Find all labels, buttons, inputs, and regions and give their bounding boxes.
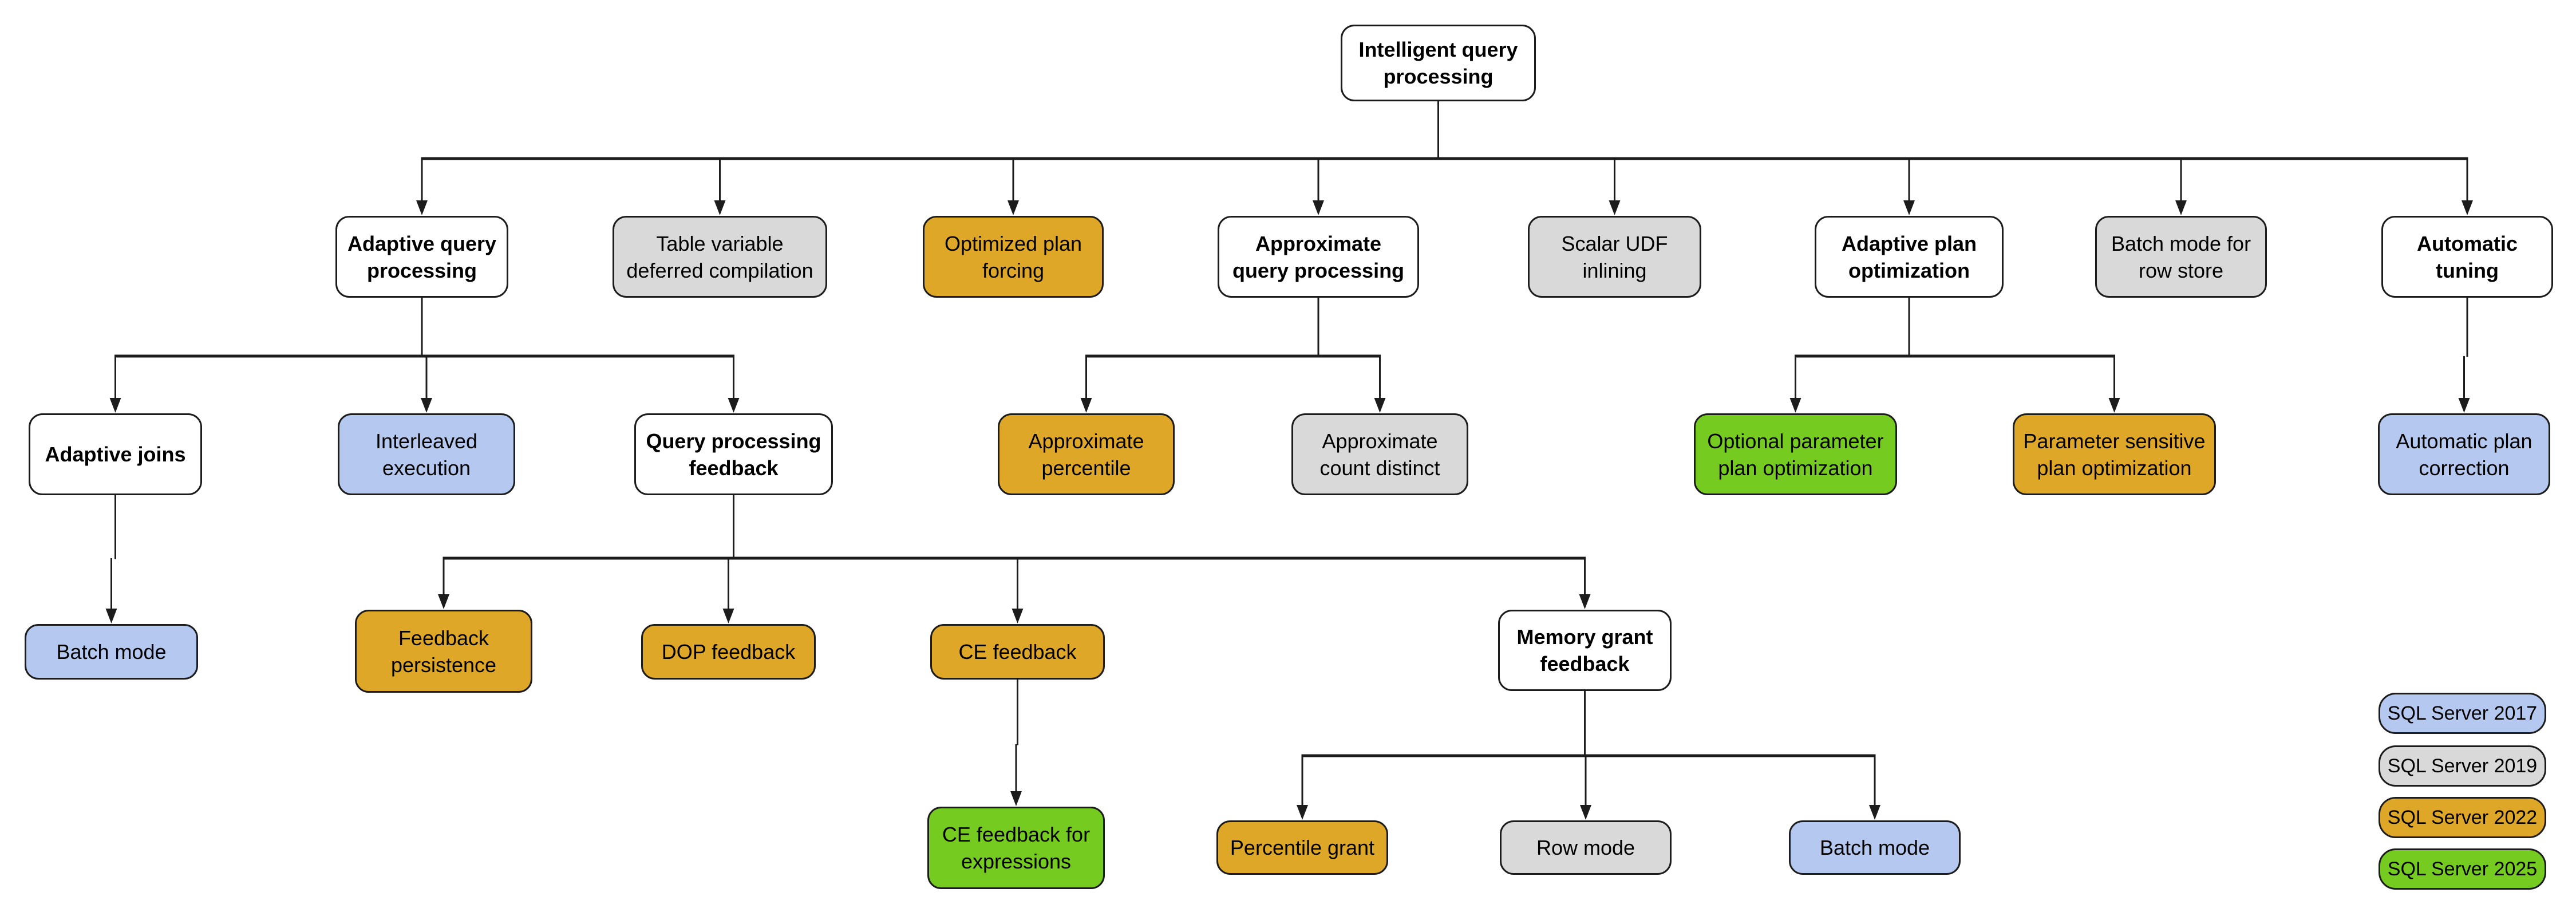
arrowhead-down-icon (728, 398, 740, 413)
legend-label: SQL Server 2019 (2387, 755, 2538, 777)
arrowhead-down-icon (2175, 200, 2187, 215)
node-label: Scalar UDF inlining (1561, 231, 1668, 282)
node-label: Memory grant feedback (1516, 625, 1653, 676)
legend-pill-2017: SQL Server 2017 (2379, 693, 2546, 734)
node-label: CE feedback for expressions (942, 823, 1091, 873)
node-percentile-grant: Percentile grant (1216, 820, 1388, 875)
arrowhead-down-icon (416, 200, 428, 215)
arrowhead-down-icon (1580, 805, 1591, 820)
legend-label: SQL Server 2022 (2387, 806, 2538, 828)
node-label: DOP feedback (661, 640, 796, 664)
node-label: Query processing feedback (646, 429, 821, 480)
node-label: Feedback persistence (390, 626, 497, 677)
node-parameter-sensitive-plan-optimization: Parameter sensitive plan optimization (2013, 413, 2216, 495)
node-approximate-percentile: Approximate percentile (998, 413, 1175, 495)
arrowhead-down-icon (1374, 398, 1386, 413)
node-row-mode: Row mode (1500, 820, 1672, 875)
arrowhead-down-icon (1080, 398, 1092, 413)
node-label: Batch mode (1819, 836, 1930, 859)
arrowhead-down-icon (438, 594, 449, 609)
node-adaptive-plan-optimization: Adaptive plan optimization (1815, 216, 2004, 298)
node-memory-grant-feedback: Memory grant feedback (1498, 610, 1672, 691)
node-automatic-tuning: Automatic tuning (2381, 216, 2553, 298)
arrowhead-down-icon (1313, 200, 1324, 215)
node-ce-feedback-for-expressions: CE feedback for expressions (927, 807, 1105, 889)
legend-pill-2022: SQL Server 2022 (2379, 797, 2546, 838)
node-label: Optimized plan forcing (944, 231, 1082, 282)
node-intelligent-query-processing: Intelligent query processing (1341, 25, 1536, 101)
arrowhead-down-icon (1579, 594, 1591, 609)
node-label: Intelligent query processing (1358, 38, 1518, 88)
arrowhead-down-icon (2458, 398, 2470, 413)
legend-pill-2025: SQL Server 2025 (2379, 848, 2546, 890)
arrowhead-down-icon (105, 609, 117, 623)
node-label: Optional parameter plan optimization (1707, 429, 1884, 480)
node-adaptive-query-processing: Adaptive query processing (335, 216, 508, 298)
node-label: Interleaved execution (375, 429, 478, 480)
arrowhead-down-icon (421, 398, 432, 413)
node-batch-mode-for-row-store: Batch mode for row store (2095, 216, 2267, 298)
node-label: Percentile grant (1230, 836, 1375, 859)
node-feedback-persistence: Feedback persistence (355, 610, 532, 693)
node-label: Parameter sensitive plan optimization (2023, 429, 2206, 480)
node-label: Batch mode for row store (2111, 231, 2251, 282)
arrowhead-down-icon (1869, 805, 1880, 820)
node-label: Automatic tuning (2416, 231, 2518, 282)
legend-label: SQL Server 2017 (2387, 702, 2538, 724)
arrowhead-down-icon (2462, 200, 2473, 215)
node-label: Approximate count distinct (1319, 429, 1440, 480)
arrowhead-down-icon (2108, 398, 2120, 413)
arrowhead-down-icon (109, 398, 121, 413)
node-label: Automatic plan correction (2396, 429, 2532, 480)
node-label: Row mode (1536, 836, 1635, 859)
node-batch-mode-adaptive-joins: Batch mode (25, 624, 198, 680)
node-label: Adaptive joins (45, 443, 186, 466)
node-label: Adaptive plan optimization (1841, 231, 1977, 282)
node-approximate-query-processing: Approximate query processing (1218, 216, 1419, 298)
node-ce-feedback: CE feedback (930, 624, 1105, 680)
node-interleaved-execution: Interleaved execution (338, 413, 515, 495)
arrowhead-down-icon (1789, 398, 1801, 413)
node-table-variable-deferred-compilation: Table variable deferred compilation (613, 216, 827, 298)
arrowhead-down-icon (1012, 609, 1024, 623)
arrowhead-down-icon (714, 200, 726, 215)
node-label: Table variable deferred compilation (626, 231, 813, 282)
node-automatic-plan-correction: Automatic plan correction (2378, 413, 2550, 495)
arrowhead-down-icon (1297, 805, 1308, 820)
node-approximate-count-distinct: Approximate count distinct (1291, 413, 1468, 495)
node-label: Approximate percentile (1028, 429, 1144, 480)
arrowhead-down-icon (1609, 200, 1621, 215)
node-label: Approximate query processing (1232, 231, 1405, 282)
node-query-processing-feedback: Query processing feedback (634, 413, 833, 495)
node-label: Adaptive query processing (347, 231, 497, 282)
arrowhead-down-icon (722, 609, 734, 623)
arrowhead-down-icon (1903, 200, 1915, 215)
legend-label: SQL Server 2025 (2387, 858, 2538, 880)
node-optimized-plan-forcing: Optimized plan forcing (923, 216, 1104, 298)
node-dop-feedback: DOP feedback (641, 624, 816, 680)
arrowhead-down-icon (1010, 791, 1022, 806)
legend-pill-2019: SQL Server 2019 (2379, 745, 2546, 787)
arrowhead-down-icon (1008, 200, 1019, 215)
node-label: Batch mode (56, 640, 167, 664)
node-batch-mode-memory-grant: Batch mode (1789, 820, 1961, 875)
node-scalar-udf-inlining: Scalar UDF inlining (1528, 216, 1701, 298)
node-adaptive-joins: Adaptive joins (29, 413, 202, 495)
node-label: CE feedback (958, 640, 1077, 664)
node-optional-parameter-plan-optimization: Optional parameter plan optimization (1694, 413, 1897, 495)
